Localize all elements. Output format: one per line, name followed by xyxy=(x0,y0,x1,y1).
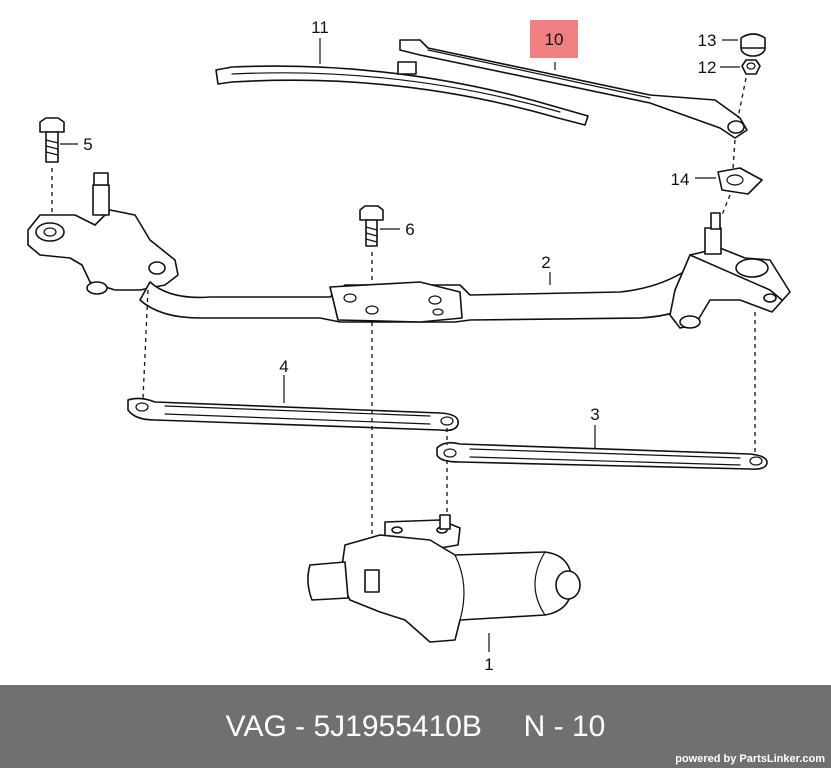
callout-10: 10 xyxy=(545,30,564,49)
wiper-motor xyxy=(307,514,581,652)
callout-2: 2 xyxy=(541,253,550,272)
callout-5: 5 xyxy=(83,135,92,154)
link-rod-3 xyxy=(436,425,768,470)
bolt-5 xyxy=(39,117,78,218)
callout-4: 4 xyxy=(279,357,288,376)
bolt-6 xyxy=(359,205,400,305)
wiper-linkage-diagram: 1 2 3 4 5 6 10 11 12 13 14 xyxy=(27,18,791,674)
spacer-seal xyxy=(695,139,763,216)
callout-13: 13 xyxy=(698,31,717,50)
powered-by-link[interactable]: powered by PartsLinker.com xyxy=(675,753,825,765)
part-number-label: VAG - 5J1955410B N - 10 xyxy=(225,710,606,743)
callout-highlight xyxy=(530,20,578,58)
callout-12: 12 xyxy=(698,58,717,77)
nut-cap xyxy=(722,33,766,57)
wiper-blade xyxy=(215,38,589,126)
wiper-arm xyxy=(399,39,748,139)
link-rod-4 xyxy=(127,375,459,432)
callout-1: 1 xyxy=(484,655,493,674)
footer-bar: VAG - 5J1955410B N - 10 powered by Parts… xyxy=(0,685,831,768)
callout-14: 14 xyxy=(671,170,690,189)
callout-11: 11 xyxy=(311,18,329,37)
callout-6: 6 xyxy=(405,220,414,239)
wiper-frame xyxy=(27,172,791,329)
hex-nut xyxy=(720,59,761,119)
callout-3: 3 xyxy=(590,405,599,424)
